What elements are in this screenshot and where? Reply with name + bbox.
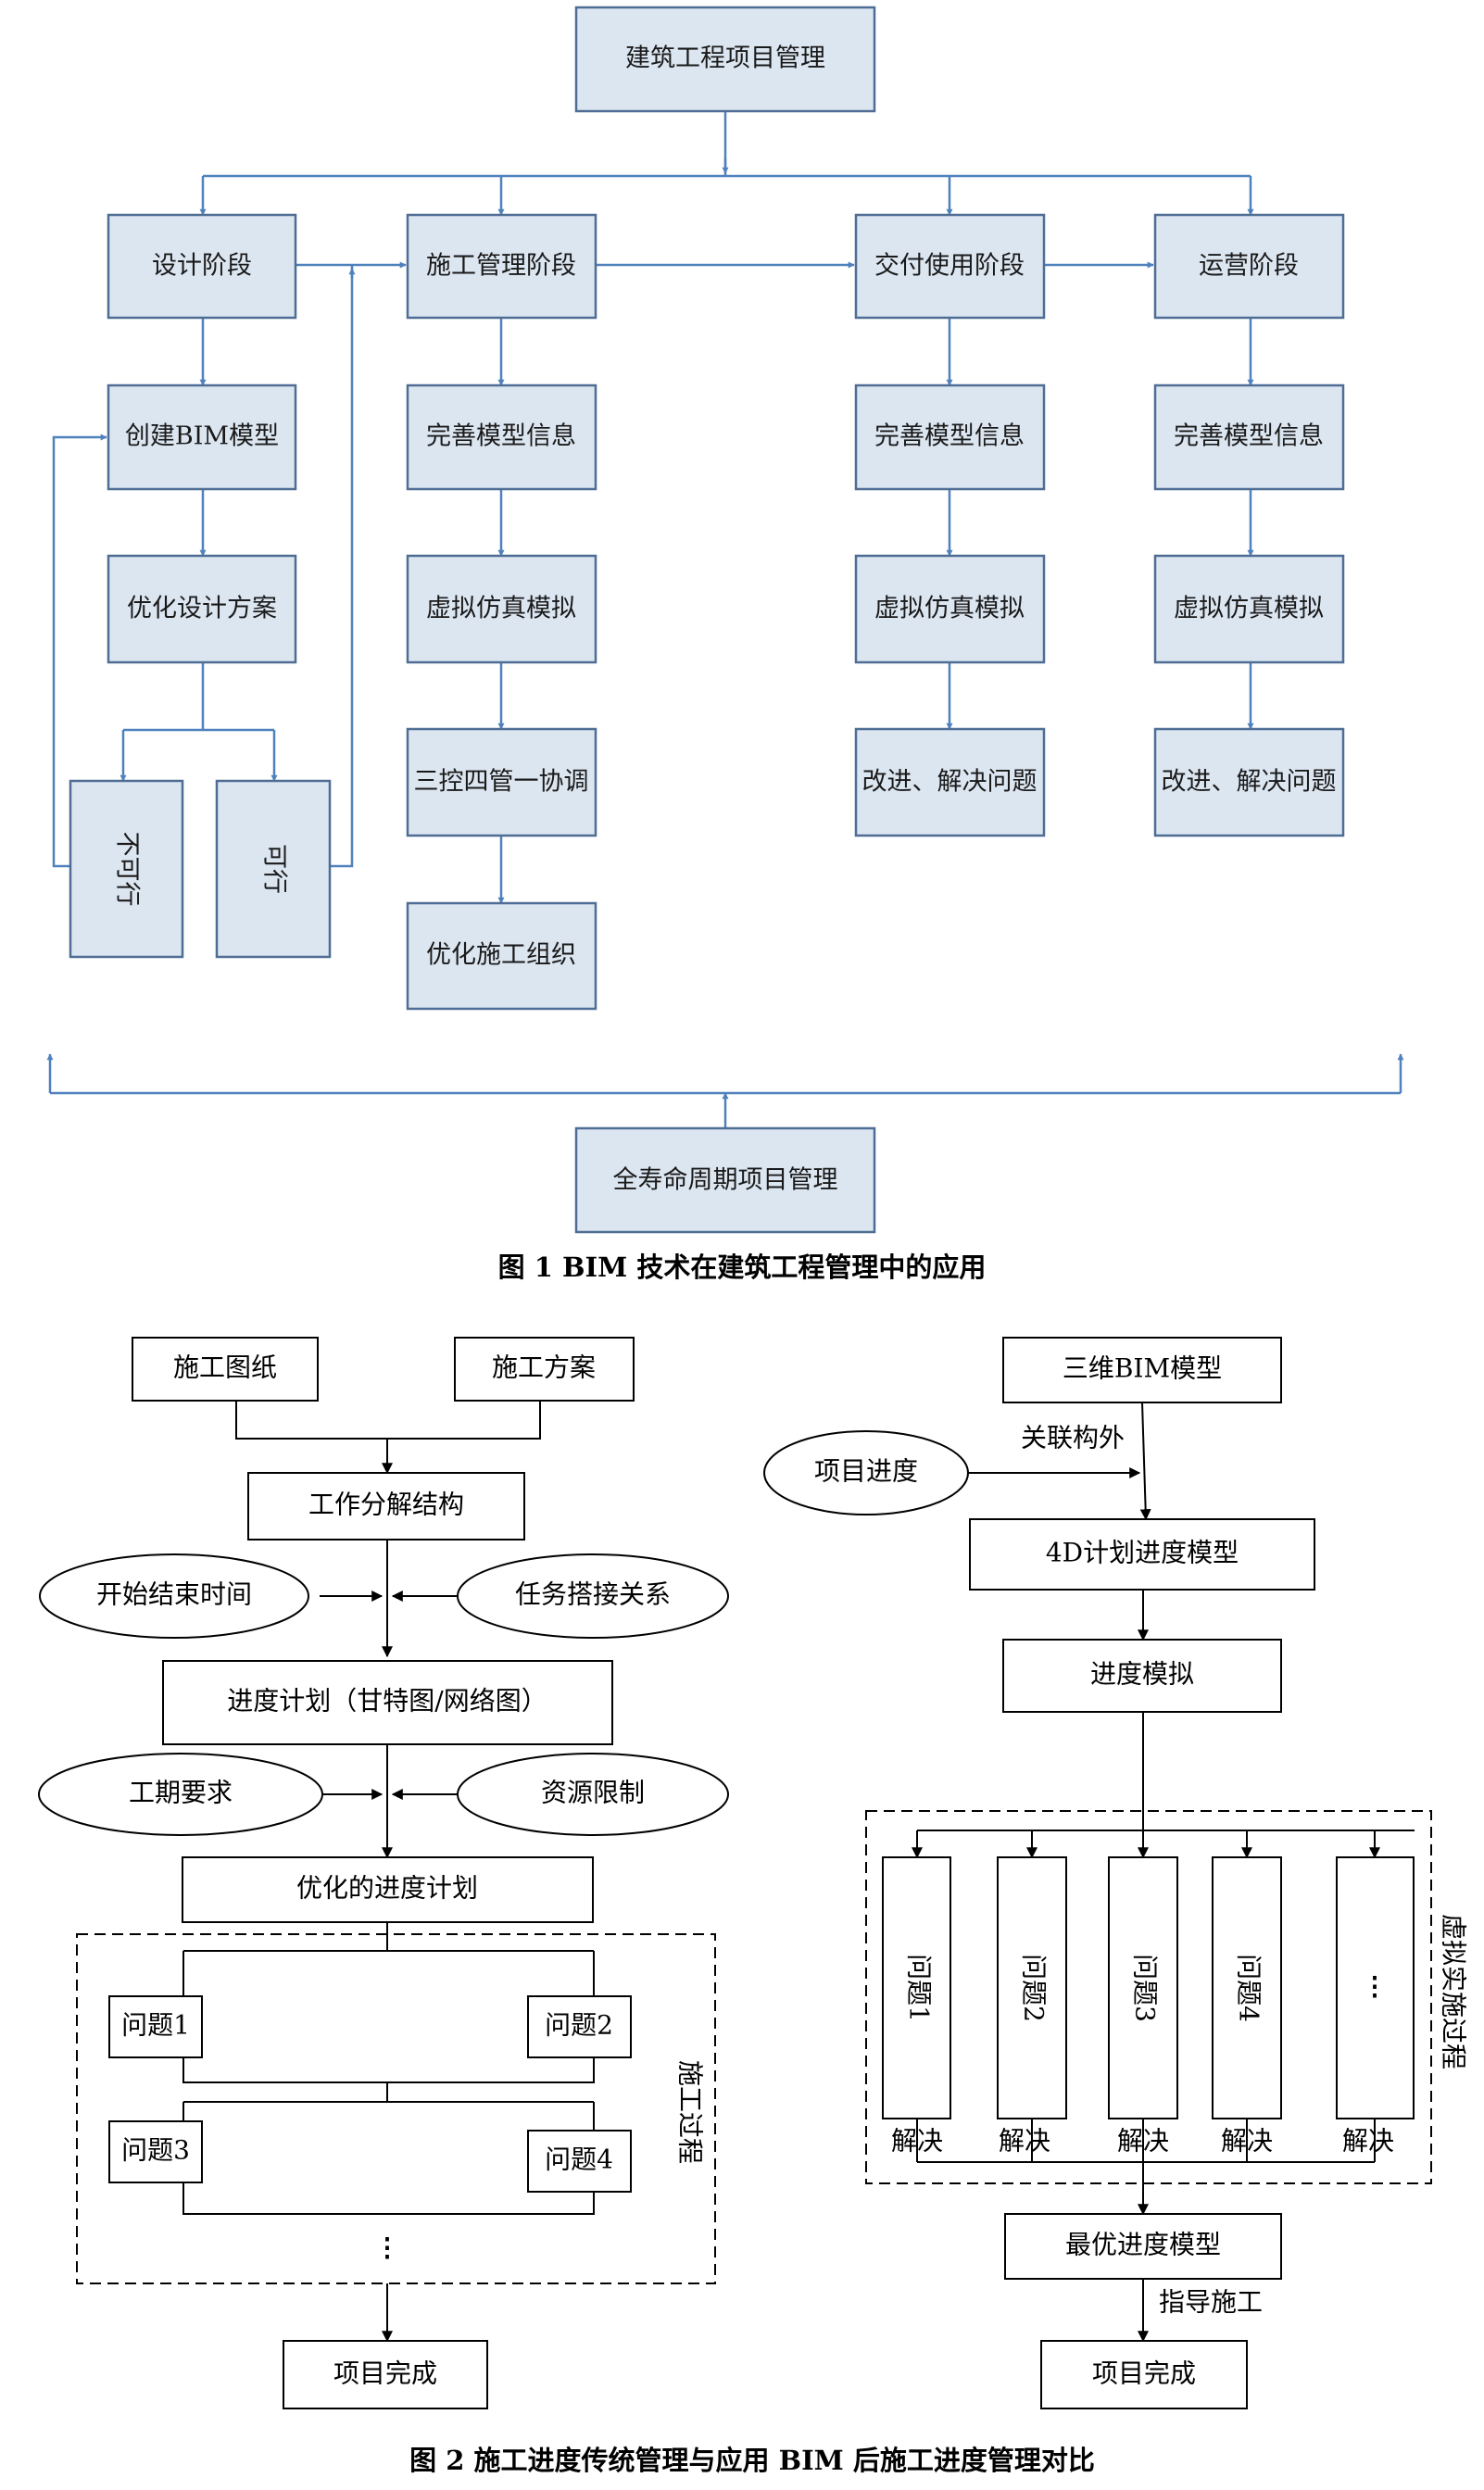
trad-problem-3: 问题3 bbox=[121, 2135, 190, 2166]
trad-complete: 项目完成 bbox=[333, 2358, 437, 2389]
trad-ellipsis: ⋮ bbox=[374, 2232, 400, 2263]
bim-project-progress: 项目进度 bbox=[814, 1456, 918, 1487]
construction-step-2: 虚拟仿真模拟 bbox=[426, 595, 576, 623]
option-not-feasible: 不可行 bbox=[113, 832, 142, 907]
bim-solve-2: 解决 bbox=[999, 2126, 1050, 2157]
operation-stage: 运营阶段 完善模型信息 虚拟仿真模拟 改进、解决问题 bbox=[1153, 213, 1345, 837]
root-label: 建筑工程项目管理 bbox=[625, 44, 825, 73]
trad-ellipse-duration: 工期要求 bbox=[129, 1778, 233, 1808]
design-stage: 设计阶段 创建BIM模型 优化设计方案 不可行 可行 bbox=[69, 213, 332, 959]
lifecycle-box: 全寿命周期项目管理 bbox=[574, 1126, 876, 1234]
construction-step-1: 完善模型信息 bbox=[426, 422, 576, 451]
trad-optimized: 优化的进度计划 bbox=[296, 1873, 478, 1904]
bim-guide-label: 指导施工 bbox=[1159, 2287, 1263, 2318]
bim-problem-more: ⋮ bbox=[1362, 1971, 1388, 2002]
root-box: 建筑工程项目管理 bbox=[574, 6, 876, 113]
trad-input-plan: 施工方案 bbox=[492, 1352, 596, 1383]
bim-solve-5: 解决 bbox=[1342, 2126, 1394, 2157]
operation-step-1: 完善模型信息 bbox=[1174, 422, 1324, 451]
option-feasible: 可行 bbox=[260, 844, 289, 894]
figure2-bim: 三维BIM模型 项目进度 关联构外 4D计划进度模型 进度模拟 虚拟实施过程 问… bbox=[763, 1337, 1469, 2409]
trad-problem-2: 问题2 bbox=[545, 2010, 613, 2041]
figure1: 建筑工程项目管理 设计阶段 创建BIM模型 优化设计方案 不可行 可行 施工管理… bbox=[46, 6, 1404, 1283]
operation-stage-label: 运营阶段 bbox=[1199, 252, 1299, 281]
trad-connectors bbox=[182, 1401, 595, 2343]
trad-process-label: 施工过程 bbox=[675, 2060, 706, 2164]
construction-step-4: 优化施工组织 bbox=[426, 941, 576, 970]
delivery-step-2: 虚拟仿真模拟 bbox=[874, 595, 1025, 623]
trad-schedule: 进度计划（甘特图/网络图） bbox=[227, 1686, 547, 1717]
bim-4d-model: 4D计划进度模型 bbox=[1046, 1538, 1239, 1568]
bim-process-frame bbox=[865, 1810, 1432, 2184]
bim-simulation: 进度模拟 bbox=[1090, 1659, 1194, 1690]
figure2-caption: 图 2 施工进度传统管理与应用 BIM 后施工进度管理对比 bbox=[409, 2445, 1095, 2476]
bim-solve-3: 解决 bbox=[1117, 2126, 1169, 2157]
bim-best-model: 最优进度模型 bbox=[1065, 2230, 1221, 2260]
bim-problem-4: 问题4 bbox=[1234, 1954, 1264, 2022]
design-step-create-bim: 创建BIM模型 bbox=[125, 422, 279, 451]
bim-3d-model: 三维BIM模型 bbox=[1063, 1353, 1222, 1384]
trad-problem-1: 问题1 bbox=[121, 2010, 190, 2041]
trad-input-drawings: 施工图纸 bbox=[173, 1352, 277, 1383]
bim-link-label: 关联构外 bbox=[1021, 1423, 1125, 1453]
trad-process-frame bbox=[76, 1933, 716, 2284]
trad-ellipse-task-relation: 任务搭接关系 bbox=[515, 1579, 671, 1610]
delivery-stage: 交付使用阶段 完善模型信息 虚拟仿真模拟 改进、解决问题 bbox=[854, 213, 1046, 837]
bim-solve-4: 解决 bbox=[1221, 2126, 1273, 2157]
delivery-stage-label: 交付使用阶段 bbox=[874, 252, 1025, 281]
bim-solve-1: 解决 bbox=[891, 2126, 943, 2157]
operation-step-3: 改进、解决问题 bbox=[1162, 768, 1337, 797]
trad-problem-4: 问题4 bbox=[545, 2144, 613, 2175]
figure1-caption: 图 1 BIM 技术在建筑工程管理中的应用 bbox=[498, 1251, 987, 1283]
lifecycle-label: 全寿命周期项目管理 bbox=[613, 1166, 838, 1195]
construction-step-3: 三控四管一协调 bbox=[414, 768, 589, 797]
bim-problem-2: 问题2 bbox=[1019, 1954, 1050, 2022]
construction-stage: 施工管理阶段 完善模型信息 虚拟仿真模拟 三控四管一协调 优化施工组织 bbox=[406, 213, 597, 1011]
bim-complete: 项目完成 bbox=[1092, 2358, 1196, 2389]
delivery-step-1: 完善模型信息 bbox=[874, 422, 1025, 451]
trad-wbs: 工作分解结构 bbox=[308, 1490, 464, 1520]
trad-ellipse-resource: 资源限制 bbox=[541, 1778, 645, 1808]
delivery-step-3: 改进、解决问题 bbox=[862, 768, 1038, 797]
bim-connectors bbox=[912, 1402, 1415, 2343]
trad-ellipse-start-end-time: 开始结束时间 bbox=[96, 1579, 252, 1610]
construction-stage-label: 施工管理阶段 bbox=[426, 252, 576, 281]
fig1-connectors bbox=[46, 111, 1404, 1128]
bim-problem-1: 问题1 bbox=[904, 1954, 935, 2022]
bim-process-label: 虚拟实施过程 bbox=[1439, 1914, 1469, 2069]
design-step-optimize: 优化设计方案 bbox=[127, 595, 277, 623]
operation-step-2: 虚拟仿真模拟 bbox=[1174, 595, 1324, 623]
bim-problem-3: 问题3 bbox=[1130, 1954, 1161, 2022]
figure2-traditional: 施工图纸 施工方案 工作分解结构 开始结束时间 任务搭接关系 进度计划（甘特图/… bbox=[38, 1337, 729, 2409]
design-stage-label: 设计阶段 bbox=[152, 252, 252, 281]
